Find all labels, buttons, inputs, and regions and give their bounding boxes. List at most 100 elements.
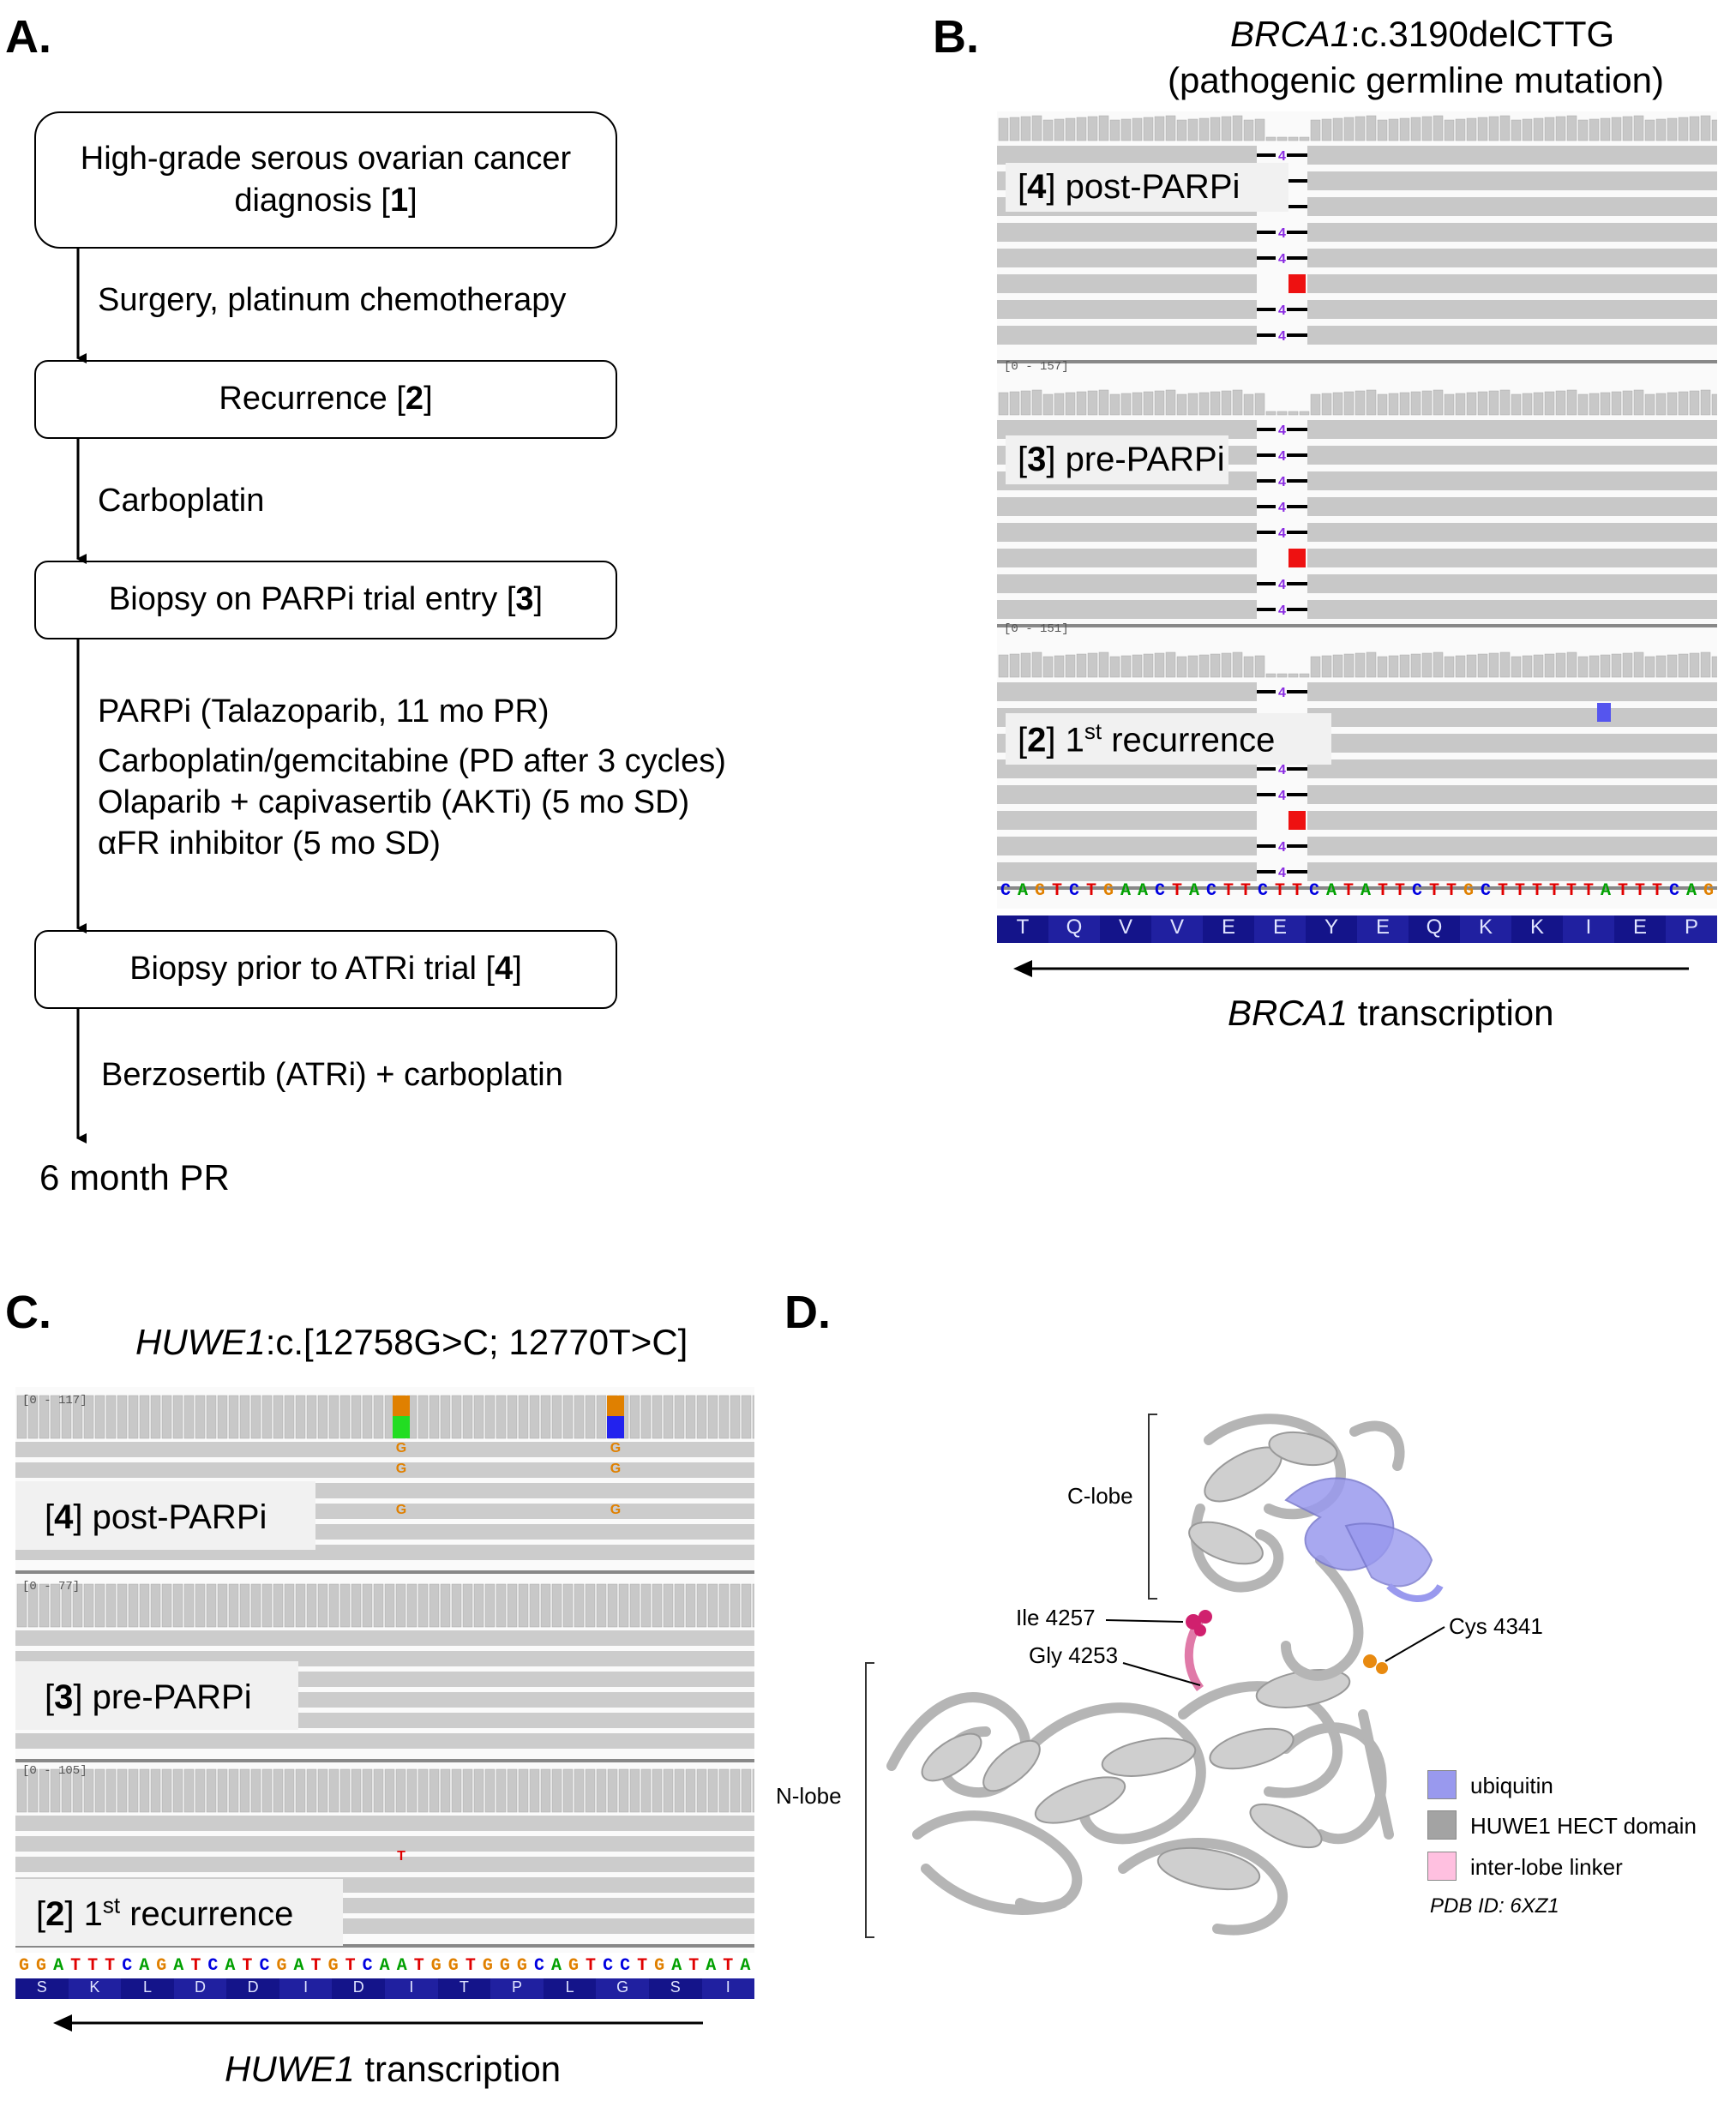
coverage-bar: [1522, 118, 1533, 141]
coverage-bar: [1332, 392, 1343, 416]
base-A: A: [396, 1956, 407, 1976]
coverage-bar: [417, 1583, 429, 1628]
coverage-bar: [239, 1395, 250, 1439]
coverage-bar: [1054, 655, 1065, 678]
coverage-bar: [663, 1395, 674, 1439]
coverage-bar: [362, 1395, 373, 1439]
coverage-bar: [1154, 652, 1165, 678]
amino-acid: E: [1614, 915, 1666, 943]
box4-close: ]: [513, 951, 522, 987]
read-right: [1307, 811, 1717, 830]
read-right: [1307, 549, 1717, 567]
treatment-line-1: PARPi (Talazoparib, 11 mo PR): [98, 693, 550, 729]
track-divider: [997, 360, 1717, 363]
coverage-bar: [284, 1395, 295, 1439]
coverage-bar: [663, 1583, 674, 1628]
coverage-bar: [574, 1395, 585, 1439]
coverage-bar: [1042, 393, 1054, 416]
ile-label: Ile 4257: [1016, 1605, 1096, 1630]
coverage-bar: [718, 1583, 730, 1628]
coverage-bar: [998, 392, 1009, 416]
coverage-bar: [730, 1583, 741, 1628]
amino-acid: I: [701, 1978, 755, 1999]
coverage-track: [16, 1768, 754, 1813]
coverage-bar: [1187, 655, 1198, 678]
coverage-bar: [105, 1583, 117, 1628]
huwe1-track-2-label: [2] 1st recurrence: [15, 1879, 343, 1946]
track2-range: [0 - 151]: [1004, 622, 1069, 636]
read-left: [997, 523, 1257, 542]
base-A: A: [1188, 881, 1199, 901]
coverage-bar: [574, 1768, 585, 1813]
coverage-bar: [373, 1768, 384, 1813]
coverage-bar: [640, 1768, 652, 1813]
coverage-bar: [1031, 389, 1042, 416]
coverage-bar: [16, 1395, 27, 1439]
coverage-bar: [94, 1768, 105, 1813]
coverage-bar: [273, 1583, 284, 1628]
brca1-transcription-arrow: [1013, 960, 1689, 977]
base-A: A: [173, 1956, 184, 1976]
base-A: A: [740, 1956, 751, 1976]
coverage-bar: [1109, 119, 1120, 141]
coverage-bar: [128, 1768, 139, 1813]
treatment-line-4: αFR inhibitor (5 mo SD): [98, 825, 441, 861]
coverage-bar: [1120, 655, 1132, 678]
base-C: C: [603, 1956, 614, 1976]
coverage-bar: [1678, 391, 1689, 416]
coverage-bar: [1667, 117, 1678, 141]
coverage-bar: [295, 1395, 306, 1439]
base-C: C: [533, 1956, 544, 1976]
coverage-bar: [507, 1768, 518, 1813]
c-lobe-bracket: [1148, 1414, 1157, 1600]
coverage-bar: [1533, 654, 1544, 678]
coverage-bar: [1633, 389, 1644, 416]
coverage-bar: [507, 1583, 518, 1628]
base-A: A: [1600, 881, 1611, 901]
hect-c-lobe-helices: [1188, 1431, 1338, 1565]
read: [15, 1462, 754, 1478]
coverage-bar: [440, 1768, 451, 1813]
base-T: T: [637, 1956, 648, 1976]
coverage-bar: [1421, 116, 1433, 141]
coverage-bar: [1054, 393, 1065, 416]
coverage-bar: [1132, 392, 1143, 416]
coverage-bar: [1410, 391, 1421, 416]
coverage-bar: [640, 1583, 652, 1628]
read-left: [997, 146, 1257, 165]
read-left: [997, 549, 1257, 567]
coverage-bar: [741, 1583, 752, 1628]
c-track2-label-a: 1: [83, 1895, 103, 1934]
coverage-bar: [1388, 118, 1399, 141]
deletion-length: 4: [1278, 149, 1286, 164]
read: [15, 1836, 754, 1852]
c-track3-num: 3: [54, 1678, 74, 1716]
base-A: A: [53, 1956, 64, 1976]
base-G: G: [156, 1956, 167, 1976]
coverage-bar: [1176, 656, 1187, 678]
amino-acid: D: [226, 1978, 279, 1999]
coverage-bar: [518, 1768, 529, 1813]
track3-range: [0 - 157]: [1004, 360, 1069, 374]
coverage-bar: [1689, 652, 1700, 678]
coverage-bar: [1511, 656, 1522, 678]
coverage-bar: [317, 1583, 328, 1628]
amino-acid: I: [385, 1978, 438, 1999]
coverage-bar: [217, 1583, 228, 1628]
base-C: C: [1480, 881, 1491, 901]
legend-swatch-linker: [1427, 1852, 1457, 1881]
coverage-bar: [1210, 653, 1221, 678]
base-T: T: [1651, 881, 1662, 901]
mismatch-base: [1597, 703, 1611, 722]
read-right: [1307, 420, 1717, 439]
hect-c-lobe: [1190, 1414, 1405, 1681]
coverage-bar: [1622, 116, 1633, 141]
coverage-bar: [50, 1583, 61, 1628]
amino-acid: Y: [1306, 915, 1357, 943]
coverage-bar: [1132, 654, 1143, 678]
read-left: [997, 274, 1257, 293]
amino-acid: G: [596, 1978, 649, 1999]
